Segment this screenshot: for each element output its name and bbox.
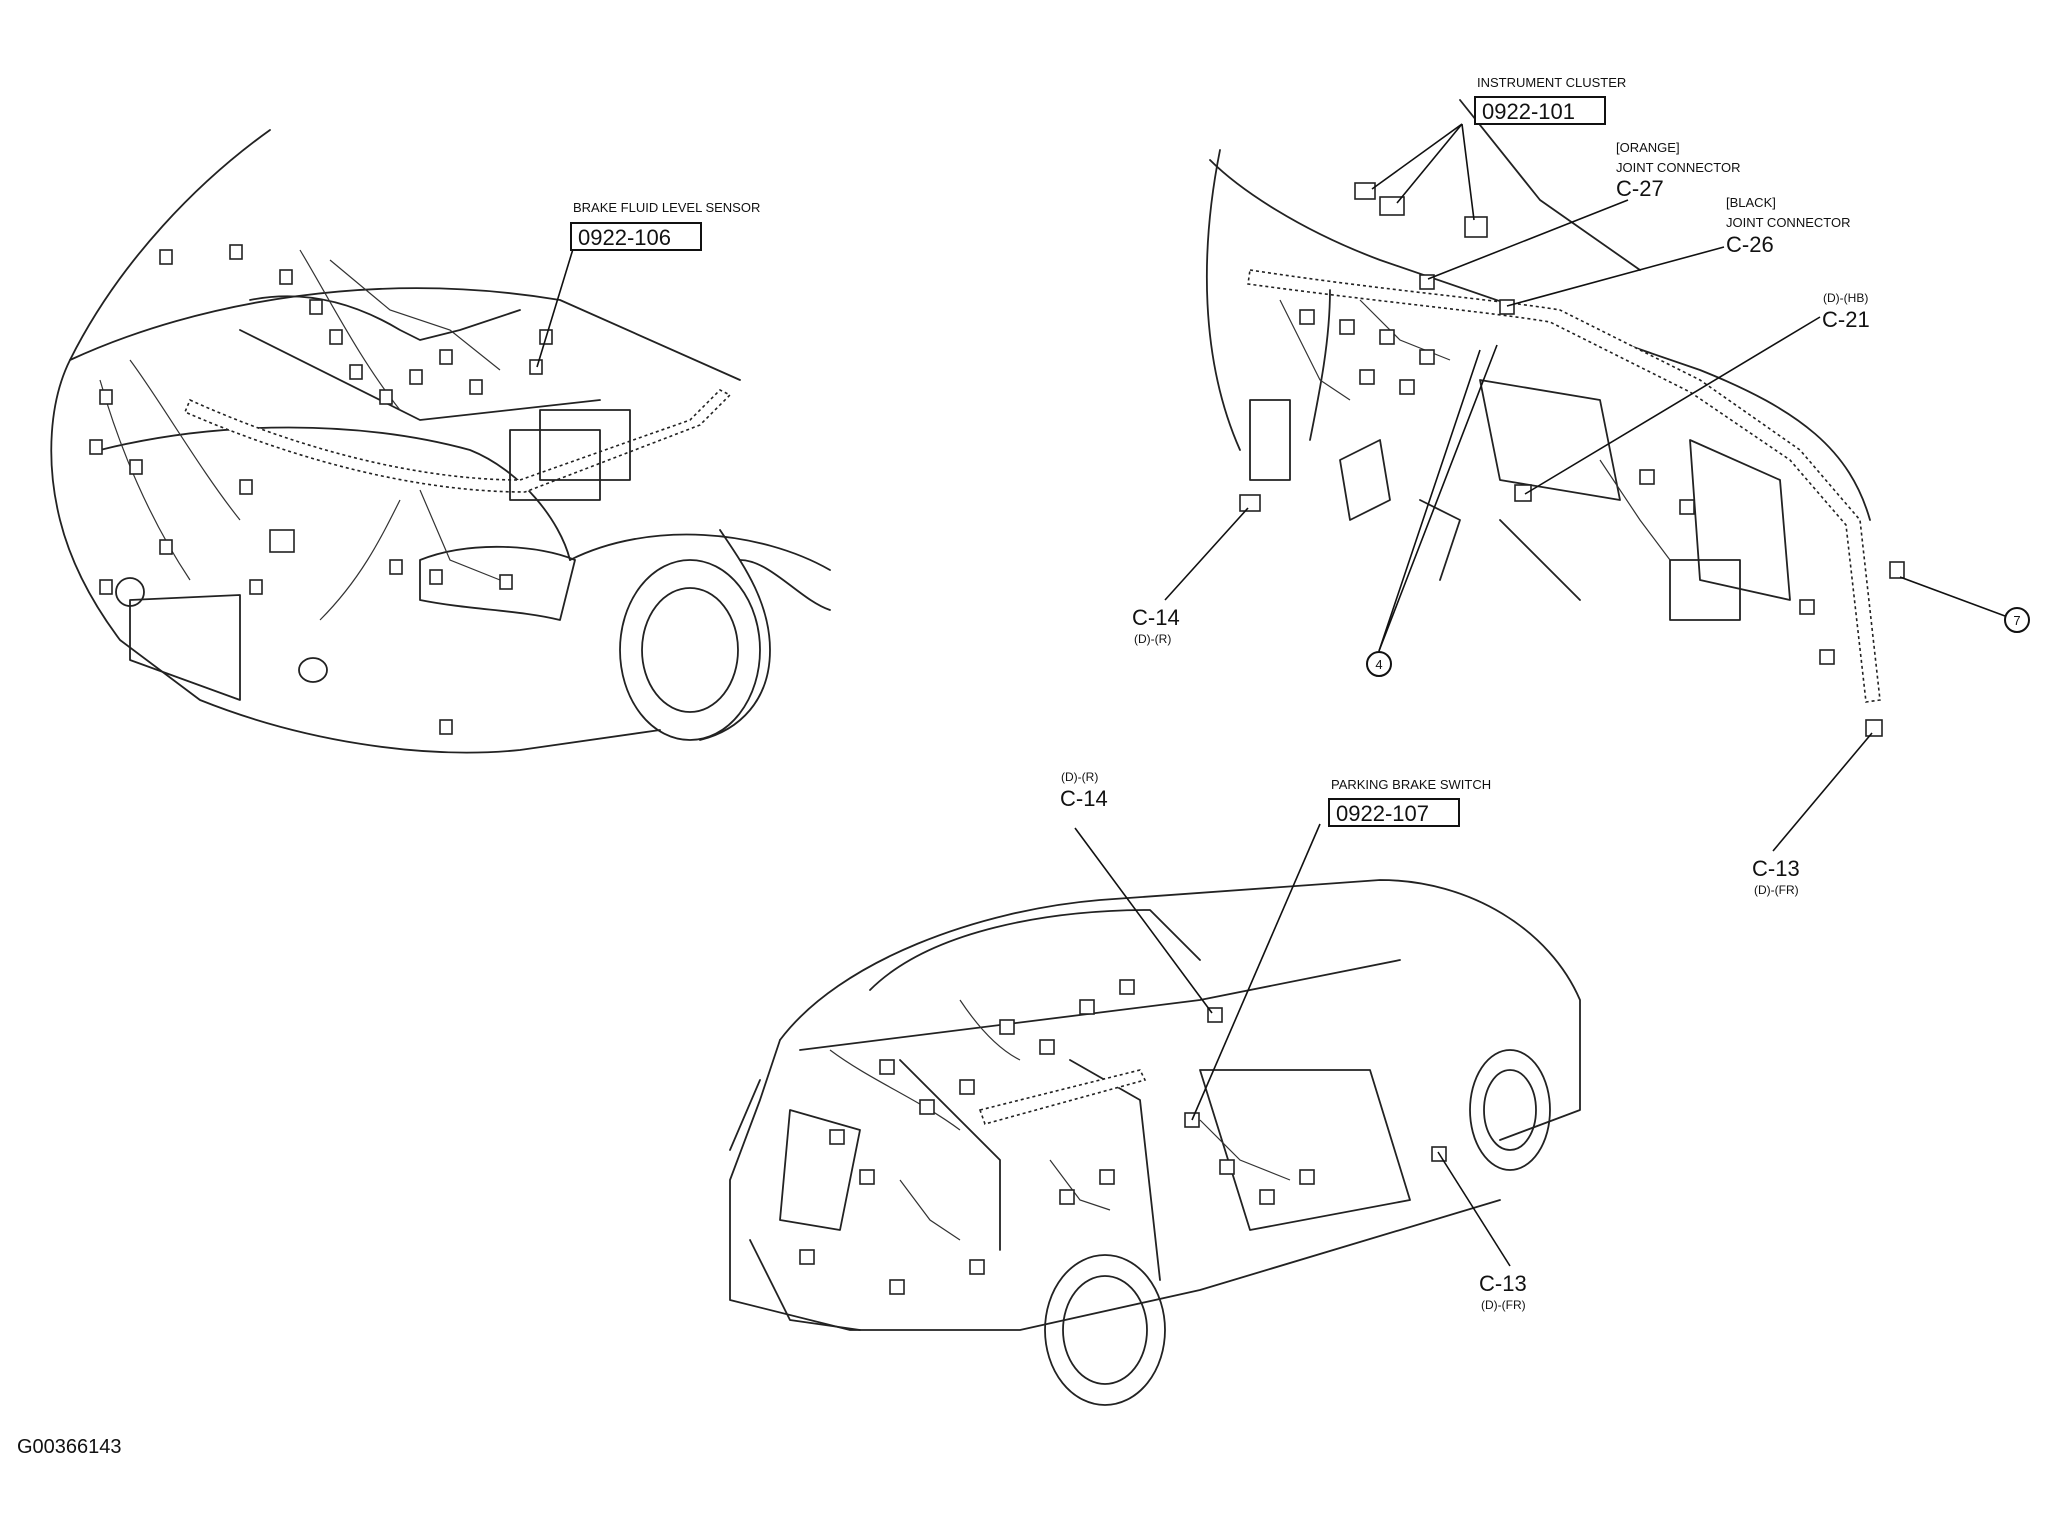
leader-instrument-cluster-c — [1461, 123, 1475, 221]
c14-top-sub: (D)-(R) — [1134, 632, 1171, 646]
leader-callout-7 — [1899, 576, 2006, 617]
leader-c14-top — [1164, 507, 1249, 601]
parking-brake-title: PARKING BRAKE SWITCH — [1331, 777, 1491, 792]
c13-bottom-code: C-13 — [1479, 1271, 1527, 1296]
leader-c13-bottom — [1437, 1151, 1511, 1267]
c21-sub: (D)-(HB) — [1823, 291, 1868, 305]
figure-id: G00366143 — [17, 1436, 122, 1458]
c26-title: JOINT CONNECTOR — [1726, 215, 1850, 230]
c14-bottom-sub: (D)-(R) — [1061, 770, 1098, 784]
leader-c27 — [1427, 199, 1629, 280]
labels: BRAKE FLUID LEVEL SENSOR 0922-106 INSTRU… — [17, 75, 2030, 1458]
c27-tag: [ORANGE] — [1616, 140, 1680, 155]
c14-bottom-code: C-14 — [1060, 786, 1108, 811]
c21-code: C-21 — [1822, 307, 1870, 332]
instrument-cluster-title: INSTRUMENT CLUSTER — [1477, 75, 1626, 90]
dashboard-view — [1206, 99, 1905, 737]
leader-c21 — [1524, 316, 1821, 495]
brake-fluid-code-box — [570, 222, 702, 251]
c26-tag: [BLACK] — [1726, 195, 1776, 210]
c13-right-code: C-13 — [1752, 856, 1800, 881]
engine-compartment-view — [50, 129, 831, 754]
c26-code: C-26 — [1726, 232, 1774, 257]
vehicle-body-view — [729, 879, 1581, 1406]
leader-c13-right — [1772, 732, 1873, 852]
leader-lines — [536, 123, 2006, 1267]
instrument-cluster-code-box — [1474, 96, 1606, 125]
callout-4-circle — [1366, 651, 1392, 677]
leader-callout-4-b — [1378, 344, 1498, 652]
leader-brake-fluid — [536, 248, 574, 368]
leader-instrument-cluster-b — [1396, 123, 1463, 204]
leader-instrument-cluster-a — [1371, 123, 1463, 190]
leader-c26 — [1506, 246, 1725, 307]
callout-4-label: 4 — [1375, 657, 1382, 672]
c27-code: C-27 — [1616, 176, 1664, 201]
c13-right-sub: (D)-(FR) — [1754, 883, 1799, 897]
parking-brake-code-box — [1328, 798, 1460, 827]
brake-fluid-code: 0922-106 — [578, 225, 671, 250]
leader-parking-brake — [1191, 823, 1321, 1121]
instrument-cluster-code: 0922-101 — [1482, 99, 1575, 124]
parking-brake-code: 0922-107 — [1336, 801, 1429, 826]
callout-7-label: 7 — [2013, 613, 2020, 628]
c13-bottom-sub: (D)-(FR) — [1481, 1298, 1526, 1312]
callout-7-circle — [2004, 607, 2030, 633]
leader-callout-4-a — [1378, 349, 1481, 652]
c14-top-code: C-14 — [1132, 605, 1180, 630]
leader-c14-bottom — [1074, 827, 1213, 1014]
c27-title: JOINT CONNECTOR — [1616, 160, 1740, 175]
brake-fluid-title: BRAKE FLUID LEVEL SENSOR — [573, 200, 760, 215]
